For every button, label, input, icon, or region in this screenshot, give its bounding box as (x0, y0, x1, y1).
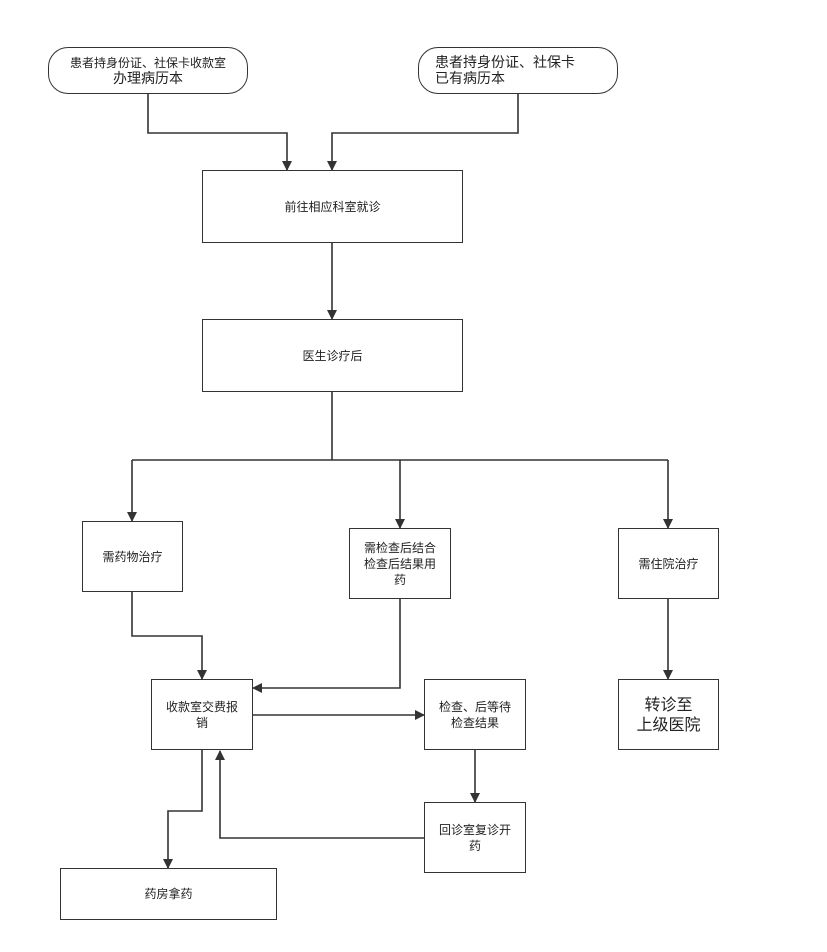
edge-drug-to-cashier (131, 592, 207, 680)
node-start-a-line2: 办理病历本 (112, 70, 183, 87)
node-transfer-hospital: 转诊至 上级医院 (618, 679, 719, 750)
edge-revisit-to-cashier (215, 750, 424, 839)
edge-start-a-to-visit (147, 94, 292, 171)
node-after-diagnosis: 医生诊疗后 (202, 319, 463, 392)
node-exam-then-drug: 需检查后结合 检查后结果用 药 (349, 528, 451, 599)
node-start-b-line1: 患者持身份证、社保卡 (435, 54, 575, 71)
node-revisit-label: 回诊室复诊开 药 (438, 822, 511, 853)
node-drug-treatment: 需药物治疗 (82, 521, 183, 592)
node-transfer-label: 转诊至 上级医院 (636, 694, 701, 734)
node-cashier-label: 收款室交费报 销 (165, 699, 238, 730)
node-inpatient-label: 需住院治疗 (638, 556, 699, 571)
node-inpatient-treatment: 需住院治疗 (618, 528, 719, 599)
node-exam-wait-label: 检查、后等待 检查结果 (438, 699, 511, 730)
node-start-b-line2: 已有病历本 (435, 70, 505, 87)
edge-exam-drug-to-cashier (252, 599, 401, 693)
node-after-dx-label: 医生诊疗后 (302, 348, 363, 363)
node-exam-drug-label: 需检查后结合 检查后结果用 药 (363, 540, 436, 587)
node-start-with-record: 患者持身份证、社保卡已有病历本 (418, 47, 618, 94)
node-exam-wait-results: 检查、后等待 检查结果 (424, 679, 526, 750)
node-start-a-line1: 患者持身份证、社保卡收款室 (69, 55, 226, 70)
node-pharmacy-pickup: 药房拿药 (60, 868, 277, 920)
node-drug-label: 需药物治疗 (102, 549, 163, 564)
node-visit-department: 前往相应科室就诊 (202, 170, 463, 243)
edge-cashier-to-pharmacy (163, 750, 203, 869)
node-visit-label: 前往相应科室就诊 (284, 199, 381, 214)
node-start-with-registration: 患者持身份证、社保卡收款室办理病历本 (48, 47, 248, 94)
node-revisit-prescribe: 回诊室复诊开 药 (424, 802, 526, 873)
edge-start-b-to-visit (327, 94, 519, 171)
node-cashier-payment: 收款室交费报 销 (151, 679, 253, 750)
node-pharmacy-label: 药房拿药 (144, 887, 193, 901)
